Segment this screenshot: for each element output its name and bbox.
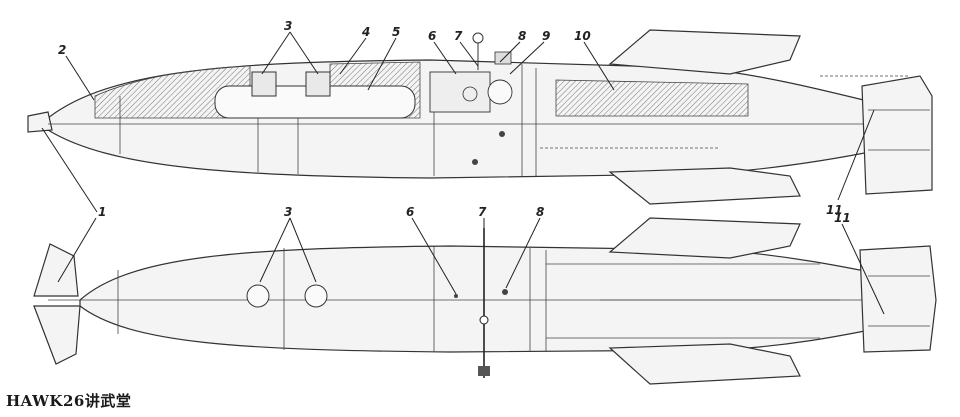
top-mount-a — [251, 71, 277, 97]
callout-8: 8 — [518, 29, 526, 43]
bottom-nose-fin-lower — [33, 305, 81, 365]
top-nose-probe — [27, 111, 53, 133]
callout-3: 3 — [284, 19, 292, 33]
callout-bottom-1: 1 — [98, 205, 106, 219]
top-view — [27, 29, 933, 205]
callout-11: 11 — [826, 203, 843, 217]
top-tail-fin — [861, 75, 933, 195]
callout-5: 5 — [392, 25, 400, 39]
top-lower-wing — [608, 167, 801, 205]
callout-bottom-8: 8 — [536, 205, 544, 219]
callout-bottom-6: 6 — [406, 205, 414, 219]
bottom-mount-b — [304, 284, 328, 308]
watermark: HAWK26讲武堂 — [6, 392, 132, 410]
callout-4: 4 — [361, 25, 370, 39]
callout-bottom-11: 11 — [834, 211, 851, 225]
callout-7: 7 — [454, 29, 463, 43]
bottom-upper-wing — [608, 217, 801, 259]
bottom-mount-a — [246, 284, 270, 308]
bottom-body-outline — [79, 245, 881, 353]
top-warhead-section — [94, 65, 251, 119]
callout-2: 2 — [58, 43, 66, 57]
top-rear-compartment — [555, 79, 749, 117]
bottom-tail-fin — [859, 245, 937, 353]
top-mechanism — [429, 32, 513, 113]
callout-6: 6 — [428, 29, 436, 43]
callout-labels-top: 2 3 4 5 6 7 8 9 10 11 — [58, 19, 843, 217]
callout-labels-bottom: 1 3 6 7 8 11 — [98, 205, 851, 225]
callout-bottom-3: 3 — [284, 205, 292, 219]
bottom-nose-fin-upper — [33, 243, 79, 297]
bottom-view — [33, 217, 937, 385]
leader-lines — [41, 31, 885, 315]
callout-10: 10 — [574, 29, 591, 43]
top-upper-wing — [608, 29, 801, 75]
callout-9: 9 — [542, 29, 550, 43]
callout-bottom-7: 7 — [478, 205, 487, 219]
top-mount-b — [305, 71, 331, 97]
bottom-lower-wing — [608, 343, 801, 385]
